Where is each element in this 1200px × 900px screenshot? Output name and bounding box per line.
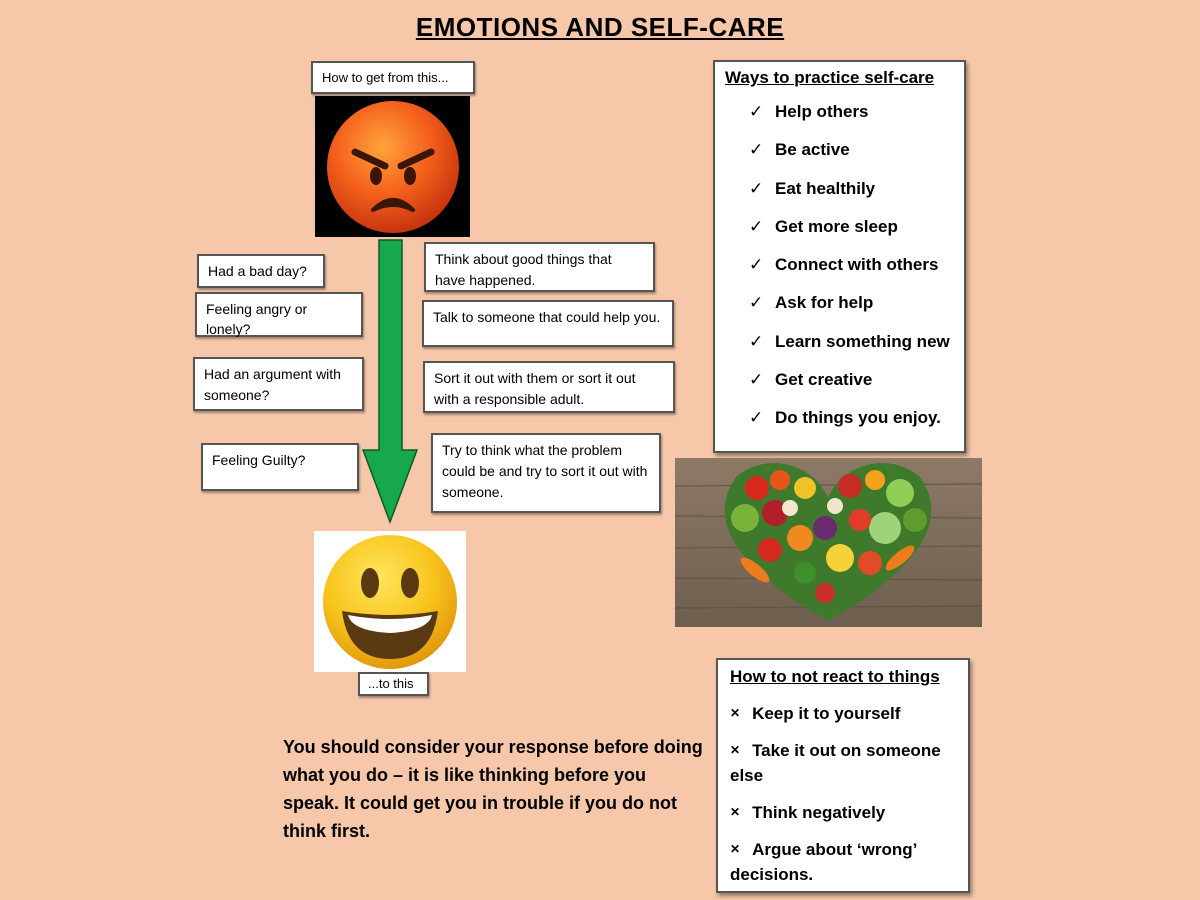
check-mark-icon: ✓ (749, 102, 764, 121)
self-care-item: Connect with others (775, 255, 939, 275)
self-care-item: Learn something new (775, 331, 950, 351)
trigger-box: Feeling Guilty? (201, 443, 359, 491)
cross-mark-icon: ✕ (730, 842, 741, 856)
cross-mark-icon: ✕ (730, 706, 741, 720)
trigger-box: Had an argument with someone? (193, 357, 364, 411)
response-box: Try to think what the problem could be a… (431, 433, 661, 513)
list-item: ✓ Do things you enjoy. (749, 399, 954, 437)
check-mark-icon: ✓ (749, 408, 764, 428)
list-item: ✓ Get creative (749, 361, 954, 399)
advice-statement: You should consider your response before… (283, 737, 703, 841)
not-react-item: Think negatively (752, 803, 886, 822)
check-mark-icon: ✓ (749, 293, 764, 313)
self-care-item: Be active (775, 140, 850, 160)
list-item: ✓ Be active (749, 131, 954, 169)
not-react-panel: How to not react to things ✕ Keep it to y… (716, 658, 970, 893)
self-care-item: Help others (775, 102, 869, 121)
trigger-box: Feeling angry or lonely? (195, 292, 363, 337)
cross-mark-icon: ✕ (730, 805, 741, 819)
self-care-panel: Ways to practice self-care ✓ Help others … (713, 60, 966, 453)
cross-mark-icon: ✕ (730, 743, 741, 757)
list-item: ✓ Help others (749, 93, 954, 131)
check-mark-icon: ✓ (749, 370, 764, 390)
self-care-item: Do things you enjoy. (775, 408, 941, 428)
list-item: ✓ Ask for help (749, 284, 954, 322)
not-react-item: Take it out on someone else (730, 741, 941, 785)
self-care-item: Ask for help (775, 293, 874, 313)
self-care-item: Get more sleep (775, 216, 898, 236)
from-label: How to get from this... (311, 61, 475, 94)
check-mark-icon: ✓ (749, 216, 764, 236)
self-care-item: Get creative (775, 370, 873, 390)
list-item: ✓ Eat healthily (749, 170, 954, 208)
to-label: ...to this (358, 672, 429, 696)
vegetable-heart-image (675, 458, 982, 627)
response-box: Sort it out with them or sort it out wit… (423, 361, 675, 413)
check-mark-icon: ✓ (749, 255, 764, 275)
list-item: ✕ Think negatively (730, 800, 958, 825)
response-box: Think about good things that have happen… (424, 242, 655, 292)
not-react-item: Argue about ‘wrong’ decisions. (730, 840, 917, 884)
response-box: Talk to someone that could help you. (422, 300, 674, 347)
self-care-heading: Ways to practice self-care (725, 68, 935, 87)
not-react-heading: How to not react to things (730, 667, 940, 686)
self-care-list: ✓ Help others ✓ Be active ✓ Eat healthily ✓… (749, 93, 954, 438)
check-mark-icon: ✓ (749, 331, 764, 351)
list-item: ✕Take it out on someone else (730, 738, 958, 788)
list-item: ✓ Connect with others (749, 246, 954, 284)
list-item: ✓ Learn something new (749, 323, 954, 361)
list-item: ✕ Keep it to yourself (730, 701, 958, 726)
self-care-item: Eat healthily (775, 178, 876, 198)
list-item: ✓ Get more sleep (749, 208, 954, 246)
list-item: ✕Argue about ‘wrong’ decisions. (730, 837, 958, 887)
trigger-box: Had a bad day? (197, 254, 325, 288)
smiling-emoji-icon (314, 531, 466, 672)
check-mark-icon: ✓ (749, 178, 764, 198)
check-mark-icon: ✓ (749, 140, 764, 160)
angry-emoji-icon (315, 96, 470, 237)
down-arrow-icon (361, 239, 419, 525)
not-react-item: Keep it to yourself (752, 704, 901, 723)
page-title: EMOTIONS AND SELF-CARE (415, 12, 785, 42)
